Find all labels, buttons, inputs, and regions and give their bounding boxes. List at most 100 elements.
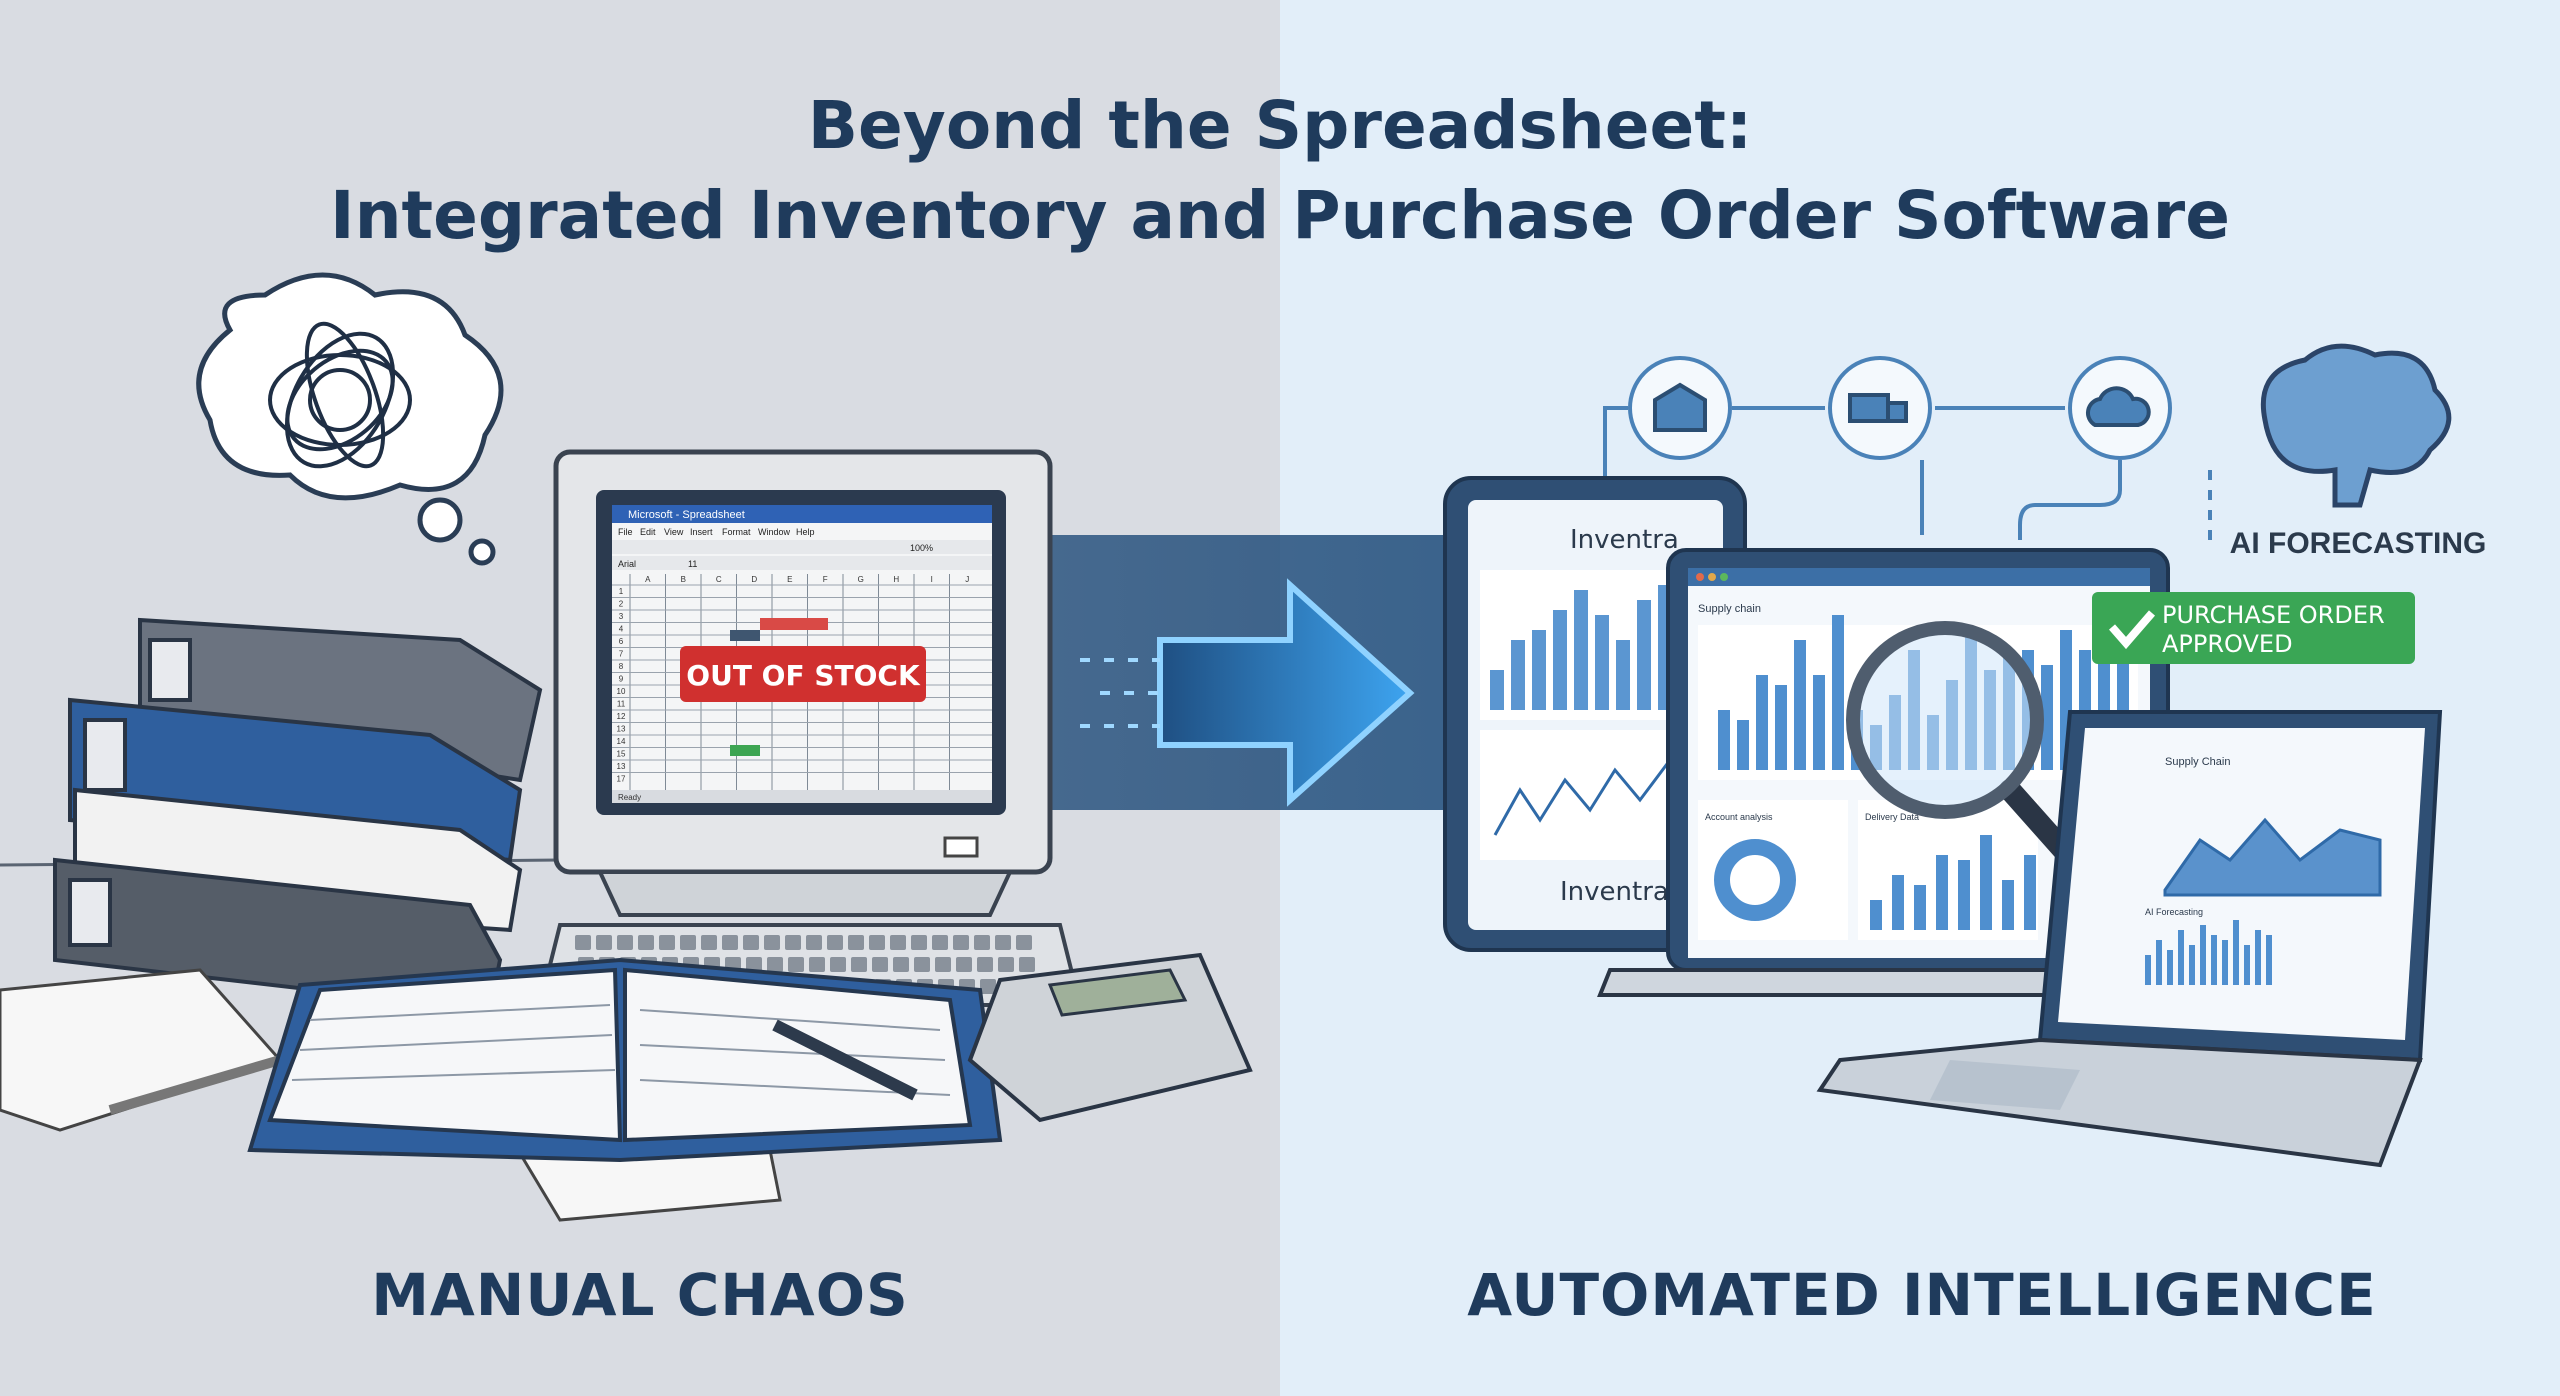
delivery-bar [1914, 885, 1926, 930]
transition-arrow-icon [1080, 578, 1415, 807]
font-size-select[interactable]: 11 [688, 559, 697, 569]
brand-logo-top: Inventra [1570, 525, 1679, 555]
key [722, 935, 738, 950]
binder-stack [53, 617, 543, 1013]
delivery-bar [1870, 900, 1882, 930]
row-header: 7 [619, 650, 624, 659]
po-badge-line-2: APPROVED [2162, 630, 2293, 658]
tablet-bar [1595, 615, 1609, 710]
key [851, 957, 867, 972]
tablet-bar [1637, 600, 1651, 710]
area-chart [2163, 817, 2382, 897]
column-header: C [716, 575, 722, 584]
row-header: 4 [619, 625, 624, 634]
menu-file[interactable]: File [618, 527, 633, 537]
row-header: 3 [619, 612, 624, 621]
key [806, 935, 822, 950]
key [809, 957, 825, 972]
column-header: I [931, 575, 933, 584]
purchase-order-approved-badge: PURCHASE ORDER APPROVED [2092, 592, 2415, 664]
out-of-stock-badge [680, 646, 926, 702]
small-laptop-bar [2200, 925, 2206, 985]
zoom-level[interactable]: 100% [910, 543, 933, 553]
tablet-bar [1511, 640, 1525, 710]
title-line-2: Integrated Inventory and Purchase Order … [330, 177, 2230, 254]
small-laptop: Supply Chain AI Forecasting [1816, 710, 2443, 1168]
row-header: 8 [619, 662, 624, 671]
delivery-bar [1980, 835, 1992, 930]
key [974, 935, 990, 950]
label-automated-intelligence: AUTOMATED INTELLIGENCE [1467, 1261, 2376, 1329]
small-laptop-bar [2233, 920, 2239, 985]
open-ledger [247, 957, 1003, 1163]
key [575, 935, 591, 950]
tablet-bar [1532, 630, 1546, 710]
key [890, 935, 906, 950]
tablet-bar [1553, 610, 1567, 710]
key [788, 957, 804, 972]
menu-help[interactable]: Help [796, 527, 815, 537]
key [914, 957, 930, 972]
key [1016, 935, 1032, 950]
donut-chart [1714, 839, 1796, 921]
laptop-bar [1794, 640, 1806, 770]
pen-icon [772, 1019, 918, 1101]
row-header: 6 [619, 637, 624, 646]
panel-account-analysis: Account analysis [1705, 812, 1773, 822]
row-header: 12 [617, 712, 626, 721]
key [701, 935, 717, 950]
laptop-bar [1737, 720, 1749, 770]
small-laptop-header: Supply Chain [2165, 756, 2230, 768]
small-laptop-bar [2266, 935, 2272, 985]
menu-edit[interactable]: Edit [640, 527, 656, 537]
tablet-bar [1616, 640, 1630, 710]
spreadsheet-menu: File Edit View Insert Format Window Help [618, 527, 815, 537]
delivery-bar [2024, 855, 2036, 930]
key [998, 957, 1014, 972]
row-header: 2 [619, 600, 624, 609]
menu-format[interactable]: Format [722, 527, 751, 537]
checkmark-icon [2108, 610, 2156, 650]
panel-delivery-data: Delivery Data [1865, 812, 1919, 822]
column-header: A [645, 575, 651, 584]
key [680, 935, 696, 950]
row-header: 1 [619, 587, 624, 596]
key [980, 979, 996, 994]
key [638, 935, 654, 950]
key [911, 935, 927, 950]
row-header: 13 [617, 725, 626, 734]
spreadsheet-window: Microsoft - Spreadsheet File Edit View I… [612, 505, 992, 803]
small-laptop-bar [2167, 950, 2173, 985]
row-header: 13 [617, 762, 626, 771]
small-laptop-bar [2222, 940, 2228, 985]
key [746, 957, 762, 972]
delivery-bar [1892, 875, 1904, 930]
tablet-bar [1574, 590, 1588, 710]
laptop-bar [1775, 685, 1787, 770]
key [956, 957, 972, 972]
key [1019, 957, 1035, 972]
tablet-bar [1490, 670, 1504, 710]
small-laptop-bar [2178, 930, 2184, 985]
title-line-1: Beyond the Spreadsheet: [808, 87, 1753, 164]
font-select[interactable]: Arial [618, 559, 636, 569]
key [872, 957, 888, 972]
small-laptop-bar [2156, 940, 2162, 985]
calculator-icon [967, 952, 1253, 1123]
po-badge-line-1: PURCHASE ORDER [2162, 601, 2385, 629]
status-bar: Ready [618, 793, 641, 802]
small-laptop-bar [2189, 945, 2195, 985]
menu-window[interactable]: Window [758, 527, 791, 537]
key [995, 935, 1011, 950]
column-header: B [681, 575, 686, 584]
menu-insert[interactable]: Insert [690, 527, 713, 537]
menu-view[interactable]: View [664, 527, 684, 537]
flow-diagram [1603, 356, 2212, 540]
label-manual-chaos: MANUAL CHAOS [371, 1261, 909, 1329]
laptop-bar [1813, 675, 1825, 770]
key [764, 935, 780, 950]
column-header: F [823, 575, 828, 584]
key [977, 957, 993, 972]
